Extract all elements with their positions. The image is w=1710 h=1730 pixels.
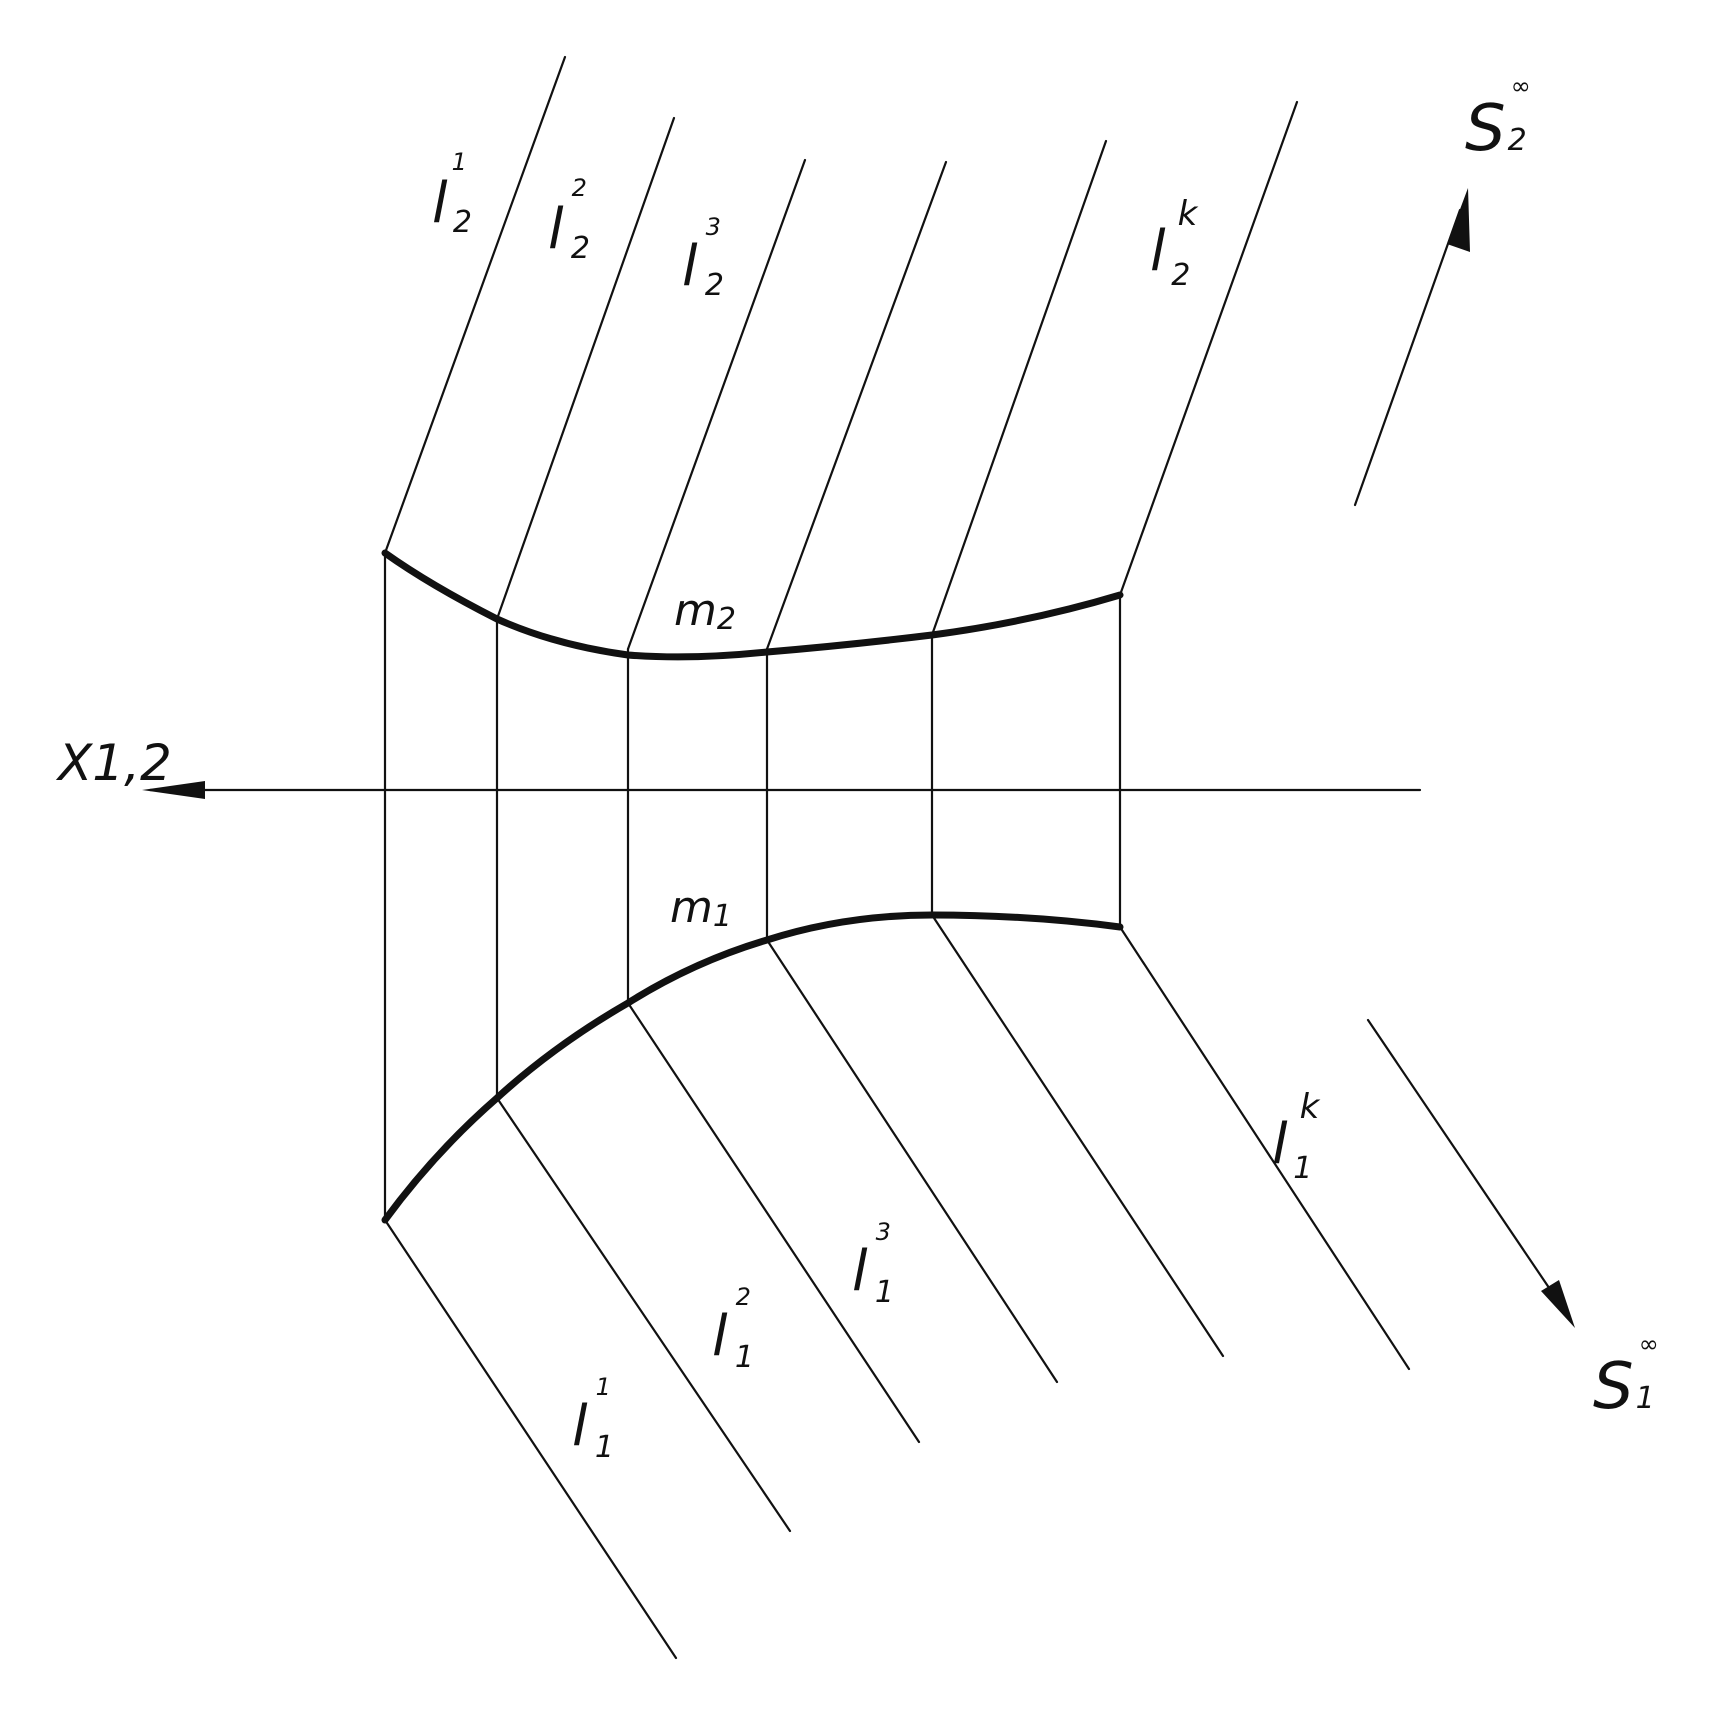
lower-generator-line [1118,925,1411,1371]
arrow-up-icon [1447,188,1470,252]
upper-generator-line [626,158,807,651]
curve-m1-label: m1 [670,882,732,934]
upper-generator-line [765,160,948,651]
lower-generator-line [765,938,1059,1384]
axis-arrow-icon [142,781,205,799]
lower-generator-line [383,1218,678,1660]
axis-label: X1,2 [55,734,172,792]
arrow-down-icon [1541,1280,1575,1328]
curve-m2-label: m2 [674,585,736,637]
upper-generator-line [1118,100,1299,597]
lower-generator-line [495,1096,792,1533]
upper-generator-line [930,139,1108,637]
upper-generator-line [495,116,676,621]
lower-generator-line [626,1001,921,1444]
direction-label-s2: S2∞ [1465,72,1531,166]
lower-generator-line [930,913,1225,1358]
direction-arrow-s1 [1366,1018,1564,1309]
curve-m2 [381,549,1124,661]
upper-generator-line [383,55,567,555]
direction-label-s1: S1∞ [1593,1330,1659,1424]
curve-m1 [381,911,1124,1224]
direction-arrow-s2 [1353,208,1462,507]
